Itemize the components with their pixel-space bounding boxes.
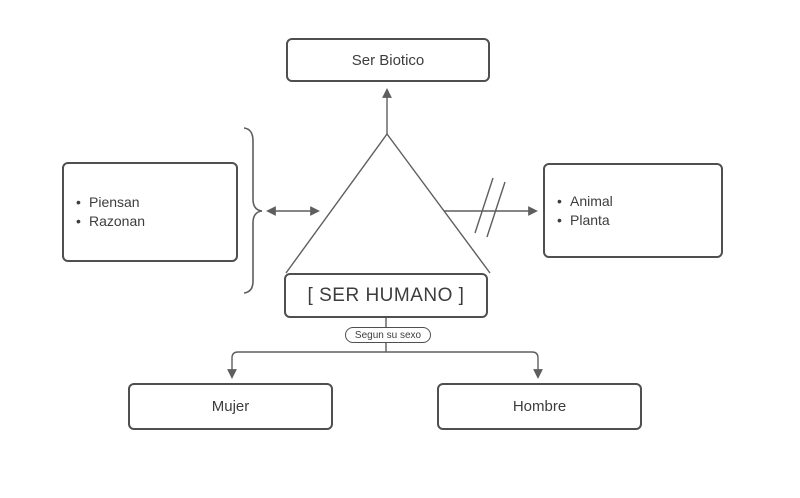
bullet-icon: • bbox=[557, 192, 562, 209]
connector-branch-to-hombre bbox=[386, 351, 543, 379]
list-item-label: Razonan bbox=[89, 213, 146, 229]
otros-seres-bullet-list: • Animal • Planta bbox=[545, 192, 613, 230]
list-item-label: Piensan bbox=[89, 194, 140, 210]
bullet-icon: • bbox=[76, 213, 81, 229]
node-hombre-label: Hombre bbox=[512, 398, 567, 415]
triangle-shape bbox=[285, 133, 491, 274]
node-ser-humano: [ SER HUMANO ] bbox=[284, 273, 488, 318]
break-slash-mark-1 bbox=[474, 177, 494, 234]
caracteristicas-bullet-list: • Piensan • Razonan bbox=[64, 193, 145, 231]
node-hombre: Hombre bbox=[437, 383, 642, 430]
node-caracteristicas: • Piensan • Razonan bbox=[62, 162, 238, 262]
list-item: • Piensan bbox=[76, 193, 145, 212]
bullet-icon: • bbox=[76, 194, 81, 210]
list-item: • Planta bbox=[557, 211, 613, 230]
node-segun-su-sexo: Segun su sexo bbox=[345, 327, 431, 343]
node-mujer-label: Mujer bbox=[211, 398, 250, 415]
bullet-icon: • bbox=[557, 211, 562, 228]
list-item-label: Planta bbox=[570, 211, 610, 228]
node-mujer: Mujer bbox=[128, 383, 333, 430]
connector-branch-to-mujer bbox=[227, 351, 386, 379]
left-curly-brace bbox=[243, 127, 263, 294]
list-item: • Animal bbox=[557, 192, 613, 211]
list-item: • Razonan bbox=[76, 212, 145, 231]
node-ser-biotico: Ser Biotico bbox=[286, 38, 490, 82]
node-segun-su-sexo-label: Segun su sexo bbox=[354, 329, 422, 341]
node-ser-biotico-label: Ser Biotico bbox=[351, 51, 425, 69]
node-otros-seres: • Animal • Planta bbox=[543, 163, 723, 258]
node-ser-humano-label: [ SER HUMANO ] bbox=[307, 284, 465, 306]
list-item-label: Animal bbox=[570, 192, 613, 209]
break-slash-mark-2 bbox=[486, 181, 506, 238]
